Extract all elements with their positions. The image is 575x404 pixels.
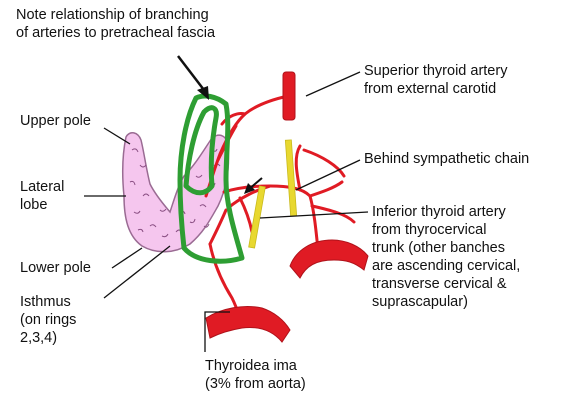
lower-pole-label: Lower pole — [20, 260, 91, 276]
isthmus-label: Isthmus (on rings 2,3,4) — [20, 294, 77, 346]
thyroid-gland — [121, 132, 230, 253]
upper-pole-leader — [103, 127, 131, 145]
upper-pole-label: Upper pole — [20, 113, 91, 129]
thyroidea-ima-label: Thyroidea ima (3% from aorta) — [205, 358, 306, 392]
pretracheal-fascia — [177, 93, 245, 264]
lateral-lobe-label: Lateral lobe — [20, 179, 65, 213]
subclavian-arch — [289, 239, 369, 279]
lower-pole-leader — [111, 247, 143, 269]
fascia-pointer-arrow — [177, 55, 209, 100]
inferior-artery-leader — [259, 211, 369, 219]
isthmus-leader — [103, 245, 171, 299]
note-label: Note relationship of branching of arteri… — [16, 7, 216, 41]
superior-artery-leader — [305, 71, 361, 97]
leader-lines — [84, 71, 369, 352]
sympathetic-chain-leader — [295, 159, 361, 191]
sympathetic-chain-label: Behind sympathetic chain — [364, 151, 530, 167]
sympathetic-chain-arrow — [244, 177, 263, 194]
external-carotid-segment — [282, 71, 296, 121]
sympathetic-chain — [248, 139, 298, 249]
inferior-thyroid-artery-branches — [208, 144, 356, 252]
aortic-arch — [205, 305, 291, 343]
superior-thyroid-artery-label: Superior thyroid artery from external ca… — [364, 63, 508, 97]
thyroidea-ima-leader — [204, 311, 230, 352]
inferior-thyroid-artery-label: Inferior thyroid artery from thyrocervic… — [372, 204, 521, 310]
